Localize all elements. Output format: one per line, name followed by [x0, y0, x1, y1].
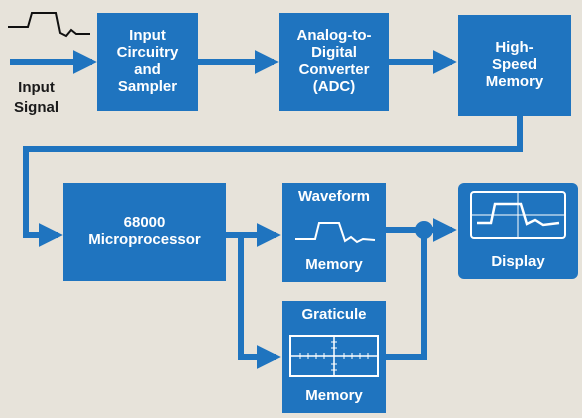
input-label-line-1: Input [18, 79, 55, 96]
cpu-to-graticule-arrow [238, 235, 281, 369]
waveform-trace-icon [295, 221, 376, 243]
cpu-line-1: 68000 [123, 214, 166, 232]
memory-line-3: Memory [485, 72, 544, 90]
sampler-line-4: Sampler [117, 77, 178, 95]
microprocessor-block: 68000 Microprocessor [63, 183, 226, 281]
memory-line-2: Speed [491, 56, 537, 74]
display-label: Display [491, 253, 545, 271]
graticule-to-junction-wire [386, 230, 427, 360]
display-screen-icon [470, 191, 566, 239]
high-speed-memory-block: High- Speed Memory [458, 15, 571, 116]
waveform-memory-block: Waveform Memory [282, 183, 386, 282]
adc-block: Analog-to- Digital Converter (ADC) [279, 13, 389, 111]
cpu-line-2: Microprocessor [88, 231, 201, 248]
memory-line-1: High- [495, 39, 534, 57]
graticule-grid-icon [289, 335, 379, 377]
sampler-line-3: and [134, 61, 161, 78]
graticule-memory-block: Graticule Memory [282, 301, 386, 413]
display-block: Display [458, 183, 578, 279]
junction-dot [415, 221, 433, 239]
adc-line-4: (ADC) [312, 77, 356, 95]
memory-to-cpu-arrow [23, 116, 523, 247]
waveform-memory-label: Memory [305, 256, 363, 274]
input-waveform-icon [8, 12, 90, 38]
graticule-memory-label: Memory [305, 387, 363, 405]
sampler-line-2: Circuitry [116, 44, 179, 62]
input-label-line-2: Signal [14, 98, 60, 116]
adc-line-3: Converter [298, 61, 370, 78]
waveform-title: Waveform [298, 188, 370, 205]
adc-line-1: Analog-to- [296, 27, 372, 45]
input-signal-label: Input Signal [14, 78, 59, 117]
sampler-block: Input Circuitry and Sampler [97, 13, 198, 111]
graticule-title: Graticule [301, 306, 367, 323]
adc-line-2: Digital [311, 44, 357, 62]
sampler-line-1: Input [129, 27, 166, 45]
